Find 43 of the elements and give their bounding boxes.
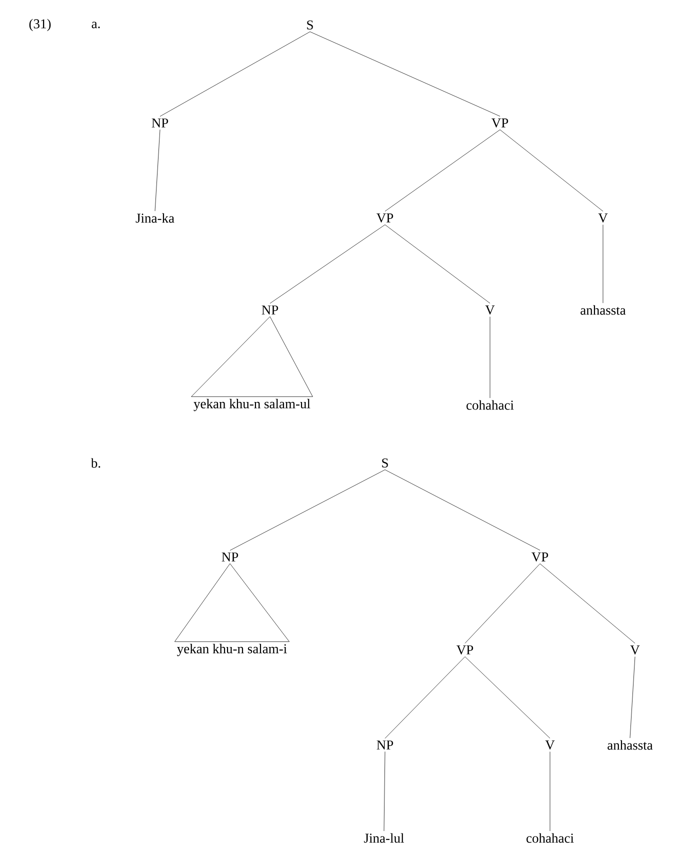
- word-label: yekan khu-n salam-i: [177, 644, 287, 656]
- triangle-branch: [191, 316, 313, 397]
- category-label: VP: [456, 645, 474, 655]
- category-label: V: [485, 305, 495, 315]
- branch-line: [630, 656, 636, 738]
- word-label: anhassta: [608, 740, 653, 750]
- word-label: anhassta: [580, 305, 626, 315]
- word-label: Jina-lul: [364, 833, 404, 843]
- word-label: Jina-ka: [136, 213, 174, 223]
- category-label: S: [307, 20, 313, 30]
- example-number: (31): [29, 18, 51, 32]
- category-label: VP: [376, 213, 394, 223]
- branch-line: [384, 470, 540, 550]
- branch-line: [230, 470, 386, 551]
- category-label: NP: [376, 740, 394, 750]
- triangle-branch: [174, 563, 290, 642]
- branch-line: [384, 130, 500, 212]
- category-label: VP: [532, 552, 548, 562]
- category-label: NP: [262, 306, 278, 314]
- example-number: a.: [92, 22, 100, 28]
- branch-line: [160, 32, 310, 117]
- category-label: NP: [222, 552, 238, 562]
- word-label: cohahaci: [466, 400, 514, 410]
- word-label: yekan khu-n salam-ul: [194, 398, 310, 412]
- category-label: VP: [492, 118, 508, 128]
- branch-line: [310, 32, 500, 116]
- category-label: S: [382, 458, 388, 468]
- branch-line: [464, 656, 550, 738]
- branch-line: [270, 224, 386, 304]
- word-label: cohahaci: [526, 833, 574, 843]
- category-label: V: [630, 645, 640, 655]
- branch-line: [540, 564, 636, 644]
- branch-line: [384, 751, 386, 832]
- branch-line: [384, 656, 466, 739]
- branch-line: [384, 224, 490, 304]
- branch-line: [602, 224, 604, 304]
- branch-line: [154, 129, 160, 212]
- category-label: V: [545, 740, 555, 750]
- branch-line: [464, 564, 540, 644]
- category-label: NP: [152, 118, 168, 128]
- branch-line: [500, 130, 604, 212]
- category-label: V: [598, 213, 608, 223]
- example-number: b.: [90, 458, 100, 468]
